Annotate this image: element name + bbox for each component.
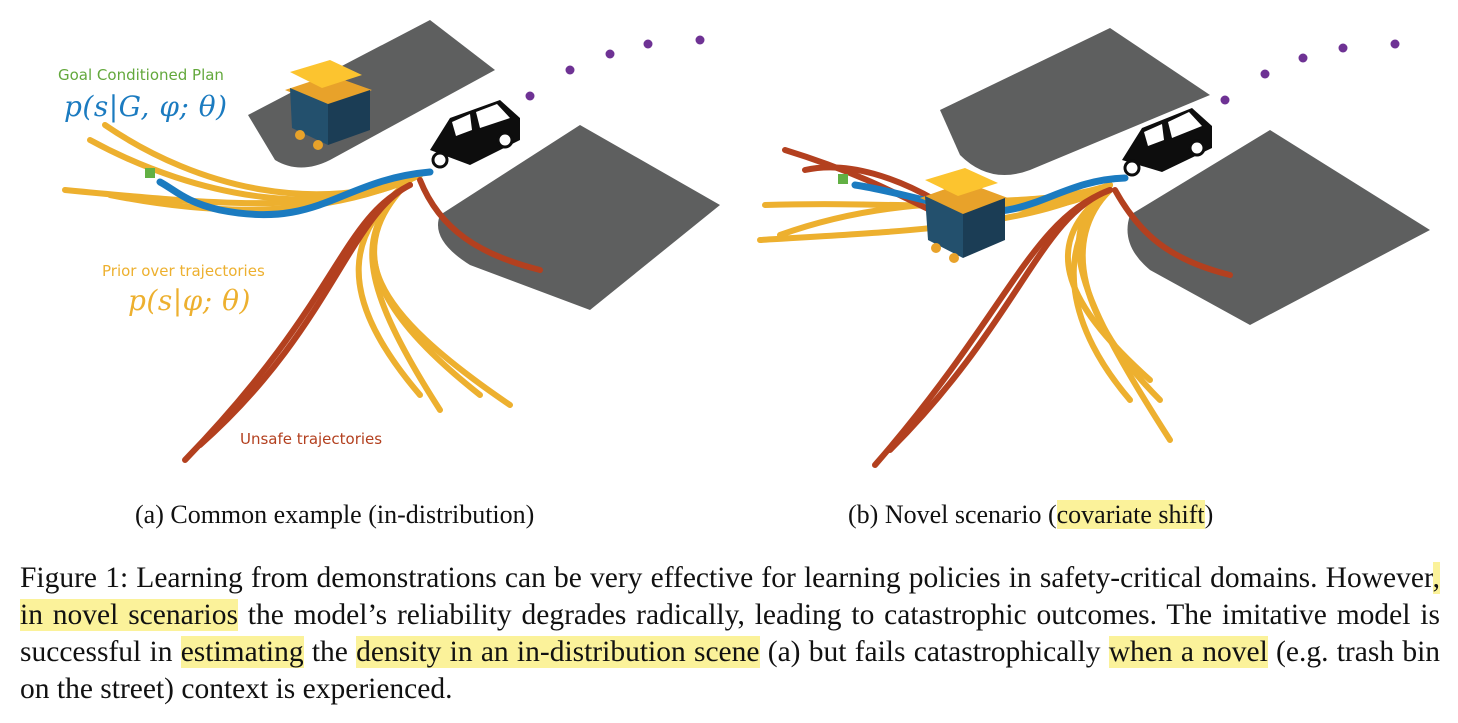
caption-highlight-4: when a novel (1108, 636, 1268, 668)
unsafe-label: Unsafe trajectories (240, 430, 383, 448)
prior-trajectories (62, 122, 513, 413)
waypoint-dot (605, 49, 615, 59)
caption-text-5: (e.g. trash bin on the street) context i… (20, 636, 1441, 705)
road-top-left (940, 28, 1210, 175)
waypoint-dot (1298, 53, 1308, 63)
car-icon (1122, 108, 1212, 177)
car-icon (430, 100, 520, 169)
panel-b-illustration (730, 0, 1458, 490)
waypoint-dot (565, 65, 575, 75)
unsafe-trajectories (782, 147, 1233, 468)
caption-highlight-2: estimating (180, 636, 304, 668)
caption-text-2: the model’s reliability degrades radical… (20, 599, 1440, 668)
goal-plan-trajectory (156, 168, 434, 219)
subcaption-b-highlight: covariate shift (1056, 500, 1205, 529)
waypoint-dot (1260, 69, 1270, 79)
caption-highlight-3: density in an in-distribution scene (356, 636, 760, 668)
goal-plan-label: Goal Conditioned Plan (58, 66, 224, 84)
unsafe-trajectories (182, 177, 543, 463)
subcaption-b: (b) Novel scenario (covariate shift) (848, 500, 1213, 530)
waypoint-dot (643, 39, 653, 49)
subcaption-b-prefix: (b) Novel scenario ( (848, 500, 1057, 529)
subcaption-a: (a) Common example (in-distribution) (135, 500, 535, 529)
goal-marker (838, 174, 848, 184)
waypoint-dot (695, 35, 705, 45)
road-bottom-right (1127, 130, 1430, 325)
caption-text-4: (a) but fails catastrophically (759, 636, 1109, 668)
waypoint-dots (1220, 39, 1400, 105)
waypoint-dot (1338, 43, 1348, 53)
waypoint-dot (1390, 39, 1400, 49)
panel-a-scene (62, 20, 720, 463)
trash-bin-icon (285, 60, 372, 150)
prior-label: Prior over trajectories (102, 262, 265, 280)
figure-caption: Figure 1: Learning from demonstrations c… (20, 560, 1440, 708)
panel-b-scene (757, 28, 1430, 468)
goal-marker (145, 168, 155, 178)
waypoint-dot (525, 91, 535, 101)
prior-formula: p(s|φ; θ) (128, 284, 251, 317)
waypoint-dot (1220, 95, 1230, 105)
waypoint-dots (525, 35, 705, 101)
caption-text-3: the (303, 636, 357, 668)
caption-text-1: Figure 1: Learning from demonstrations c… (20, 562, 1433, 594)
trash-bin-icon (920, 168, 1008, 263)
goal-plan-formula: p(s|G, φ; θ) (64, 90, 228, 123)
panel-a-illustration: Goal Conditioned Plan p(s|G, φ; θ) Prior… (0, 0, 730, 490)
road-bottom-right (438, 125, 720, 310)
subcaption-b-suffix: ) (1204, 500, 1214, 529)
